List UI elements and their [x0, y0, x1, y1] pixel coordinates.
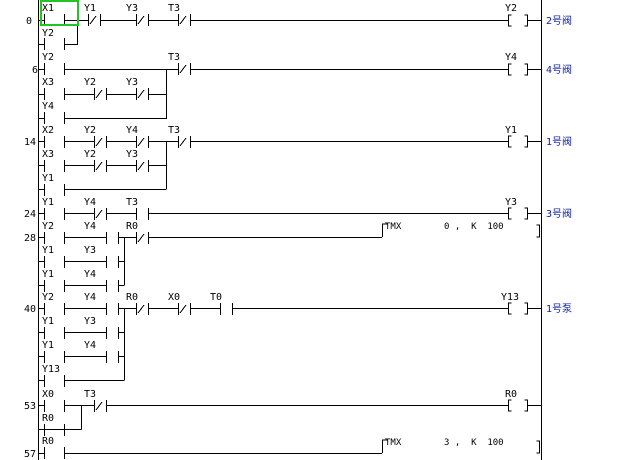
contact-label: Y1 [42, 245, 54, 256]
step-number: 40 [24, 304, 36, 315]
step-number: 53 [24, 401, 36, 412]
output-coil[interactable]: R0 [505, 389, 541, 412]
contact-label: Y3 [126, 149, 138, 160]
contact-label: Y13 [42, 364, 60, 375]
contact-label: Y2 [42, 292, 54, 303]
rung-14[interactable]: 14 X2 Y2 Y4 T3 Y1 1号阀 X3 Y2 Y3 Y1 [24, 125, 572, 196]
rung-6[interactable]: 6 Y2 T3 T3 Y4 4号阀 X3 Y2 Y3 Y4 [32, 52, 572, 124]
output-coil[interactable]: Y4 [505, 52, 541, 76]
contact-label: Y3 [84, 245, 96, 256]
contact-label: Y2 [84, 149, 96, 160]
step-number: 28 [24, 233, 36, 244]
instruction-args: 0 , K 100 [444, 222, 504, 232]
contact-label: Y3 [126, 3, 138, 14]
coil-label: Y1 [505, 125, 517, 136]
cursor-selection [40, 0, 79, 26]
instruction-args: 3 , K 100 [444, 438, 504, 448]
output-coil[interactable]: Y3 [505, 197, 541, 220]
contact-label: Y3 [84, 316, 96, 327]
coil-label: Y2 [505, 3, 517, 14]
timer-instruction[interactable]: TMX 0 , K 100 [385, 222, 540, 238]
contact-label: T3 [168, 125, 180, 136]
contact-label: Y4 [126, 125, 138, 136]
step-number: 6 [32, 65, 38, 76]
rung-28[interactable]: 28 Y2 Y4 R0 TMX 0 , K 100 Y1 Y3 Y1 Y4 [24, 221, 540, 292]
contact-label: X1 [42, 3, 54, 14]
coil-label: Y13 [501, 292, 519, 303]
contact-label: T3 [126, 197, 138, 208]
contact-label: Y2 [42, 52, 54, 63]
contact-label: T0 [210, 292, 222, 303]
contact-label: X3 [42, 77, 54, 88]
contact-label: Y1 [42, 340, 54, 351]
contact-label: Y4 [84, 340, 96, 351]
contact-label: Y4 [84, 292, 96, 303]
contact-no[interactable]: Y2 [42, 28, 65, 50]
contact-label: Y2 [84, 125, 96, 136]
output-coil[interactable]: Y13 [501, 292, 541, 315]
coil-comment: 2号阀 [546, 14, 572, 27]
rung-40[interactable]: 40 Y2 Y4 R0 X0 T0 Y13 1号泵 Y1 Y3 Y1 Y4 Y1… [24, 292, 572, 387]
rung-57[interactable]: 57 R0 TMX 3 , K 100 [24, 436, 540, 460]
contact-label: Y2 [84, 77, 96, 88]
contact-label: Y4 [84, 221, 96, 232]
timer-instruction[interactable]: TMX 3 , K 100 [385, 438, 540, 454]
rung-0[interactable]: 0 X1 Y1 Y3 T3 Y2 2号阀 Y2 [26, 0, 572, 50]
contact-label: Y2 [42, 28, 54, 39]
contact-nc[interactable]: Y3 [126, 3, 149, 26]
contact-label: T3 [168, 3, 180, 14]
contact-label: T3 [168, 52, 180, 63]
contact-no[interactable]: X1 [42, 3, 65, 26]
contact-label: Y2 [42, 221, 54, 232]
contact-label: Y4 [84, 197, 96, 208]
coil-label: Y4 [505, 52, 517, 63]
step-number: 57 [24, 449, 36, 460]
output-coil[interactable]: Y2 [505, 3, 541, 27]
contact-label: Y1 [42, 269, 54, 280]
contact-label: R0 [126, 292, 138, 303]
contact-label: R0 [126, 221, 138, 232]
contact-label: Y3 [126, 77, 138, 88]
contact-label: X3 [42, 149, 54, 160]
step-number: 24 [24, 209, 36, 220]
coil-comment: 3号阀 [546, 207, 572, 220]
contact-label: X0 [168, 292, 180, 303]
contact-nc[interactable]: T3 [168, 3, 191, 26]
contact-label: X2 [42, 125, 54, 136]
coil-comment: 4号阀 [546, 63, 572, 76]
contact-label: Y1 [84, 3, 96, 14]
instruction-name: TMX [385, 438, 402, 448]
contact-label: R0 [42, 413, 54, 424]
contact-label: T3 [84, 389, 96, 400]
coil-label: Y3 [505, 197, 517, 208]
contact-nc[interactable]: Y1 [84, 3, 101, 26]
coil-label: R0 [505, 389, 517, 400]
step-number: 14 [24, 137, 36, 148]
output-coil[interactable]: Y1 [505, 125, 541, 148]
contact-label: X0 [42, 389, 54, 400]
contact-label: Y4 [42, 101, 54, 112]
step-number: 0 [26, 16, 32, 27]
rung-53[interactable]: 53 X0 T3 R0 R0 [24, 389, 541, 436]
contact-label: Y1 [42, 173, 54, 184]
contact-label: Y1 [42, 197, 54, 208]
contact-label: Y1 [42, 316, 54, 327]
instruction-name: TMX [385, 222, 402, 232]
contact-label: R0 [42, 436, 54, 447]
coil-comment: 1号阀 [546, 135, 572, 148]
contact-label: Y4 [84, 269, 96, 280]
rung-24[interactable]: 24 Y1 Y4 T3 Y3 3号阀 [24, 197, 572, 220]
coil-comment: 1号泵 [546, 303, 572, 315]
